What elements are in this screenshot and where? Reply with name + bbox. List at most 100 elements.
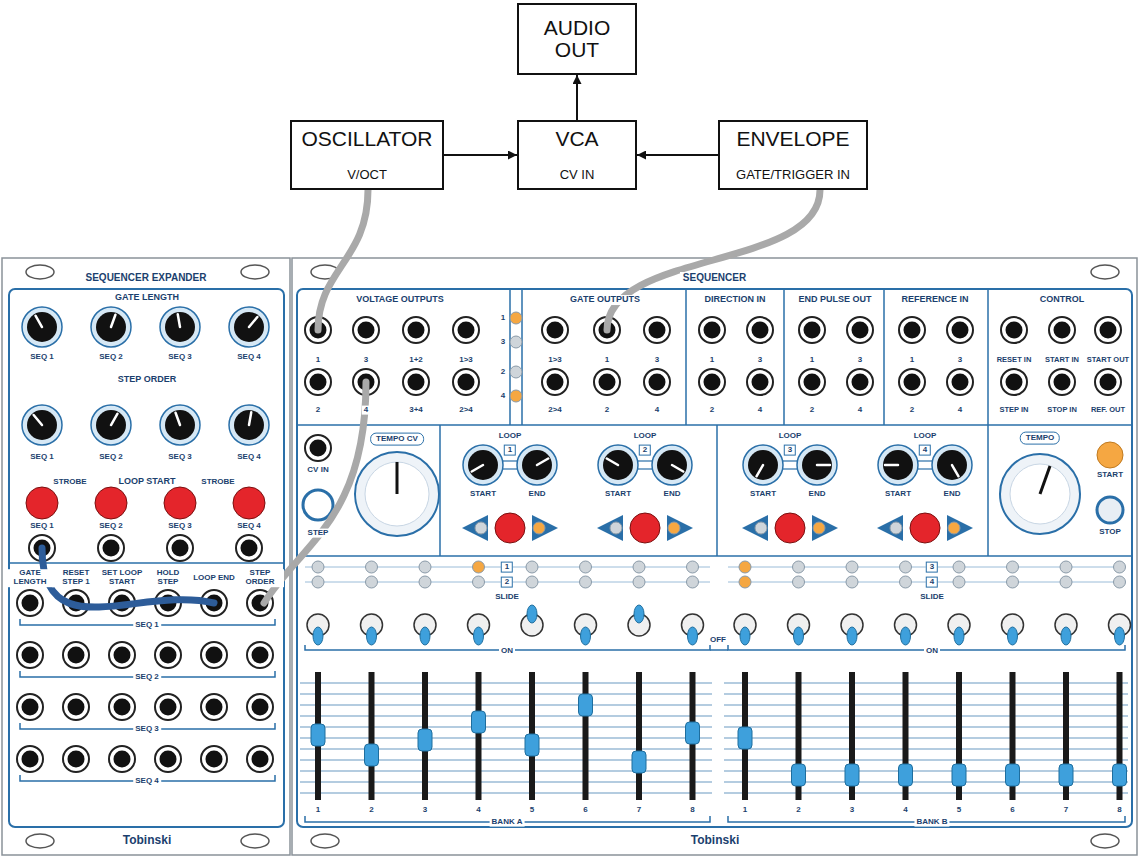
slider-track — [369, 672, 375, 800]
led — [580, 561, 592, 573]
jack-socket — [98, 535, 124, 561]
slider-scale — [300, 793, 712, 794]
panel-label: 8 — [688, 806, 696, 815]
led — [948, 522, 960, 534]
slider-scale — [300, 694, 712, 695]
knob-pointer — [34, 415, 42, 425]
slider-cap — [1113, 764, 1127, 786]
strobe-button — [26, 487, 58, 519]
jack-socket — [1095, 317, 1121, 343]
module-box: OSCILLATORV/OCT — [290, 120, 444, 190]
panel-label: START — [748, 490, 778, 499]
knob-pointer — [817, 464, 830, 467]
panel-label: START — [1095, 471, 1125, 480]
panel-label: 2 — [501, 577, 513, 588]
module-name: OSCILLATOR — [301, 128, 432, 150]
knob-skirt — [598, 445, 638, 485]
jack-socket — [644, 317, 670, 343]
panel-label: 1 — [808, 356, 816, 365]
panel-label: 3 — [784, 445, 796, 456]
module-box: VCACV IN — [517, 120, 637, 190]
panel-label: SEQ 4 — [235, 353, 263, 362]
knob-pointer — [249, 412, 251, 425]
strobe-button — [233, 487, 265, 519]
slider-scale — [300, 782, 712, 783]
panel-label: 3 — [653, 356, 661, 365]
panel-label: 2 — [603, 406, 611, 415]
led — [510, 336, 522, 348]
loop-button — [910, 513, 940, 543]
panel-label: OFF — [708, 636, 728, 645]
panel-label: 3 — [756, 356, 764, 365]
direction-arrow — [667, 515, 693, 541]
led — [1007, 561, 1019, 573]
jack-hole — [408, 322, 425, 339]
slider-cap — [738, 727, 752, 749]
connector-group — [444, 75, 718, 155]
slider-cap — [845, 764, 859, 786]
panel-label: 4 — [956, 406, 964, 415]
knob-skirt — [229, 307, 269, 347]
panel-label: 3 — [848, 806, 856, 815]
led — [953, 561, 965, 573]
led — [510, 366, 522, 378]
panel-label: TEMPO CV — [370, 433, 424, 446]
slider-scale — [300, 705, 712, 706]
jack-hole — [599, 374, 616, 391]
panel-label: END — [807, 490, 828, 499]
jack-socket — [699, 317, 725, 343]
led — [739, 576, 751, 588]
panel-label: 4 — [756, 406, 764, 415]
section-title: DIRECTION IN — [702, 295, 767, 305]
led — [890, 522, 902, 534]
knob-skirt — [743, 445, 783, 485]
knob-cap — [657, 450, 687, 480]
direction-arrow — [812, 515, 838, 541]
panel-face — [2, 258, 290, 855]
panel-label: SLIDE — [918, 593, 946, 602]
slider-cap — [1006, 764, 1020, 786]
panel-label: BANK A — [490, 818, 525, 827]
knob-cap — [937, 450, 967, 480]
jack-hole — [1100, 322, 1117, 339]
led — [312, 576, 324, 588]
slider-track — [583, 672, 589, 800]
led — [526, 576, 538, 588]
panel-line — [716, 425, 718, 556]
dial-pointer — [396, 462, 399, 494]
jack-socket — [799, 317, 825, 343]
tempo-dial-face — [1010, 464, 1070, 524]
knob-cap — [522, 450, 552, 480]
knob-skirt — [517, 445, 557, 485]
direction-arrow — [947, 515, 973, 541]
panel-label: SEQ 4 — [133, 777, 161, 786]
section-title: GATE OUTPUTS — [568, 295, 642, 305]
knob-cap — [96, 312, 126, 342]
direction-arrow — [877, 515, 903, 541]
panel-line — [883, 289, 885, 425]
panel-label: STROBE — [51, 478, 88, 487]
output-box: AUDIO OUT — [517, 3, 637, 75]
led — [633, 561, 645, 573]
mounting-hole — [1091, 265, 1119, 279]
knob-pointer — [952, 465, 959, 476]
led — [846, 576, 858, 588]
jack-hole — [904, 374, 921, 391]
mounting-hole — [26, 834, 54, 848]
panel-title: SEQUENCER — [680, 272, 749, 283]
led — [846, 561, 858, 573]
led — [510, 312, 522, 324]
panel-label: SLIDE — [493, 593, 521, 602]
start-button — [1097, 442, 1123, 468]
jack-hole — [952, 322, 969, 339]
panel-label: REF. OUT — [1089, 406, 1127, 414]
led — [1060, 576, 1072, 588]
jack-socket — [17, 746, 43, 772]
jack-hole — [547, 322, 564, 339]
jack-hole — [952, 374, 969, 391]
panel-label: 6 — [581, 806, 589, 815]
jack-socket — [453, 369, 479, 395]
slider-cap — [525, 734, 539, 756]
panel-label: START OUT — [1085, 356, 1131, 364]
knob-cap — [883, 450, 913, 480]
